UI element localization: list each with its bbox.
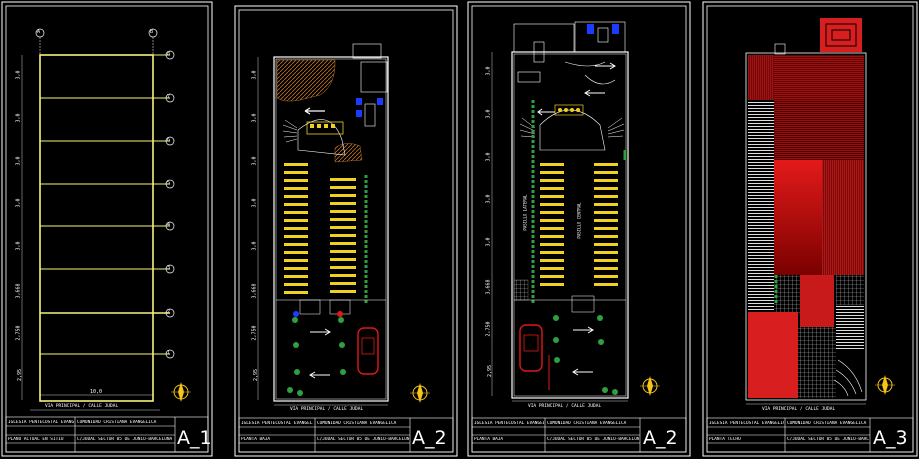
dim-label: 2,750 (15, 325, 22, 341)
dim-label: 3,0 (15, 198, 22, 208)
tb-location: C/JUDAL SECTOR 05 DE JUNIO-BARCELONA (547, 437, 639, 442)
dim-label: 3,0 (15, 241, 22, 251)
dim-label: 3,0 (251, 156, 258, 166)
grid-bubble-5: 5 (167, 180, 171, 186)
dim-label: 2,750 (485, 321, 492, 337)
grid-bubble-a: A (37, 29, 41, 35)
tb-location: C/JUDAL SECTOR 05 DE JUNIO-BARCELONA (317, 437, 409, 442)
sheet-number: A_2 (643, 427, 678, 449)
grid-bubble-b: B (150, 29, 154, 35)
grid-bubble-8: 8 (167, 51, 171, 57)
sheet-a2-planta-baja[interactable] (234, 5, 458, 457)
dim-label: 3,0 (485, 237, 492, 247)
dim-label: 3,668 (15, 283, 22, 299)
tb-owner: COMUNIDAD CRISTIANA EVANGELICA (547, 421, 627, 426)
sheet-a3-planta-techo[interactable] (702, 1, 918, 457)
tb-plan: PLANTA BAJA (241, 437, 271, 442)
dim-label: 3,0 (15, 70, 22, 80)
dim-label: 3,0 (251, 113, 258, 123)
dim-label: 2,95 (253, 368, 260, 382)
dim-label: 3,0 (251, 241, 258, 251)
tb-project: IGLESIA PENTECOSTAL EVANGELICA (709, 421, 784, 426)
dim-label: 2,95 (487, 364, 494, 378)
grid-bubble-3: 3 (167, 265, 171, 271)
grid-bubble-7: 7 (167, 94, 171, 100)
dim-label: 3,0 (485, 66, 492, 76)
dim-label: 2,95 (17, 368, 24, 382)
tb-location: C/JUDAL SECTOR 05 DE JUNIO-BARCELONA (77, 437, 173, 442)
sheet-number: A_3 (873, 427, 908, 449)
dim-label: 3,0 (485, 194, 492, 204)
grid-bubble-6: 6 (167, 137, 171, 143)
street-label: VIA PRINCIPAL / CALLE JUDAL (290, 407, 364, 412)
grid-bubble-4: 4 (167, 222, 171, 228)
dim-label: 3,0 (15, 113, 22, 123)
tb-owner: COMUNIDAD CRISTIANA EVANGELICA (77, 420, 157, 425)
grid-bubble-2: 2 (167, 309, 171, 315)
sheet-number: A_2 (412, 427, 447, 449)
dim-bottom-label: 10,0 (90, 389, 103, 395)
sheet-a2-planta-baja-alt[interactable] (467, 1, 691, 457)
tb-owner: COMUNIDAD CRISTIANA EVANGELICA (317, 421, 397, 426)
dim-label: 3,0 (251, 70, 258, 80)
dim-label: 2,750 (251, 325, 258, 341)
tb-plan: PLANTA BAJA (474, 437, 504, 442)
dim-label: 3,0 (251, 198, 258, 208)
tb-location: C/JUDAL SECTOR 05 DE JUNIO-BARCELONA (787, 437, 869, 442)
street-label: VIA PRINCIPAL / CALLE JUDAL (528, 404, 602, 409)
grid-bubble-1: 1 (167, 350, 171, 356)
dim-label: 3,668 (485, 279, 492, 295)
tb-plan: PLANO ACTUAL EN SITIO (8, 437, 64, 442)
aisle-central-label: PASILLO CENTRAL (576, 202, 582, 239)
tb-owner: COMUNIDAD CRISTIANA EVANGELICA (787, 421, 867, 426)
dim-label: 3,0 (485, 152, 492, 162)
tb-plan: PLANTA TECHO (709, 437, 741, 442)
tb-project: IGLESIA PENTECOSTAL EVANGELICA (8, 420, 74, 425)
sheet-a1[interactable] (1, 1, 213, 457)
dim-label: 3,668 (251, 283, 258, 299)
street-label: VIA PRINCIPAL / CALLE JUDAL (45, 404, 119, 409)
dim-label: 3,0 (15, 156, 22, 166)
tb-project: IGLESIA PENTECOSTAL EVANGELICA (474, 421, 544, 426)
dim-label: 3,0 (485, 109, 492, 119)
aisle-lateral-label: PASILLO LATERAL (522, 194, 528, 231)
tb-project: IGLESIA PENTECOSTAL EVANGELICA (241, 421, 313, 426)
street-label: VIA PRINCIPAL / CALLE JUDAL (762, 407, 836, 412)
sheet-number: A_1 (177, 427, 212, 449)
